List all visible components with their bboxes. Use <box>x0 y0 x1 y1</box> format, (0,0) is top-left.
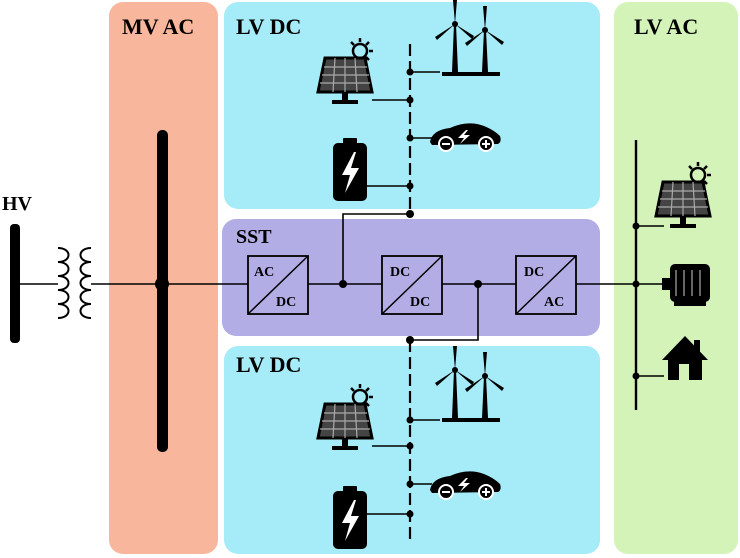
dc-dc-converter-bottom: DC <box>410 295 430 310</box>
mv-ac-label: MV AC <box>122 14 195 39</box>
mv-busbar <box>157 130 168 452</box>
sst-junction-2 <box>474 280 482 288</box>
solar-panel-icon <box>316 36 375 106</box>
lv-dc-top-region <box>224 2 600 209</box>
sst-label: SST <box>236 226 272 248</box>
sst-junction-1 <box>339 280 347 288</box>
dc-ac-converter: DC AC <box>515 255 577 315</box>
battery-icon-bottom <box>333 486 367 549</box>
ac-dc-converter-top: AC <box>254 265 274 280</box>
lv-dc-bottom-region <box>224 346 600 554</box>
lv-ac-label: LV AC <box>634 14 699 39</box>
lv-dc-top-bus-junction <box>406 210 414 218</box>
house-icon <box>662 336 708 380</box>
electric-car-icon <box>429 122 502 152</box>
lv-ac-nodes <box>632 222 640 380</box>
transformer-icon <box>57 247 92 319</box>
battery-icon <box>333 138 367 201</box>
lv-dc-bottom-nodes <box>406 416 414 518</box>
dc-ac-converter-top: DC <box>524 265 544 280</box>
lv-dc-top-label: LV DC <box>236 14 302 39</box>
electric-car-icon-bottom <box>429 470 502 500</box>
lv-ac-feeders <box>636 225 664 377</box>
hv-busbar <box>10 224 20 343</box>
lv-dc-top-nodes <box>406 68 414 190</box>
motor-icon <box>662 264 710 306</box>
wind-turbine-icon-bottom <box>435 346 504 422</box>
dc-ac-converter-bottom: AC <box>544 295 564 310</box>
hv-label: HV <box>2 193 32 215</box>
dc-dc-converter-top: DC <box>390 265 410 280</box>
ac-dc-converter: AC DC <box>247 255 309 315</box>
ac-dc-converter-bottom: DC <box>276 295 296 310</box>
dc-dc-converter: DC DC <box>381 255 443 315</box>
lv-dc-bottom-label: LV DC <box>236 352 302 377</box>
solar-panel-icon-bottom <box>316 382 375 452</box>
sst-links <box>308 213 668 341</box>
wind-turbine-icon <box>435 0 504 76</box>
solar-panel-icon-ac <box>654 160 713 230</box>
